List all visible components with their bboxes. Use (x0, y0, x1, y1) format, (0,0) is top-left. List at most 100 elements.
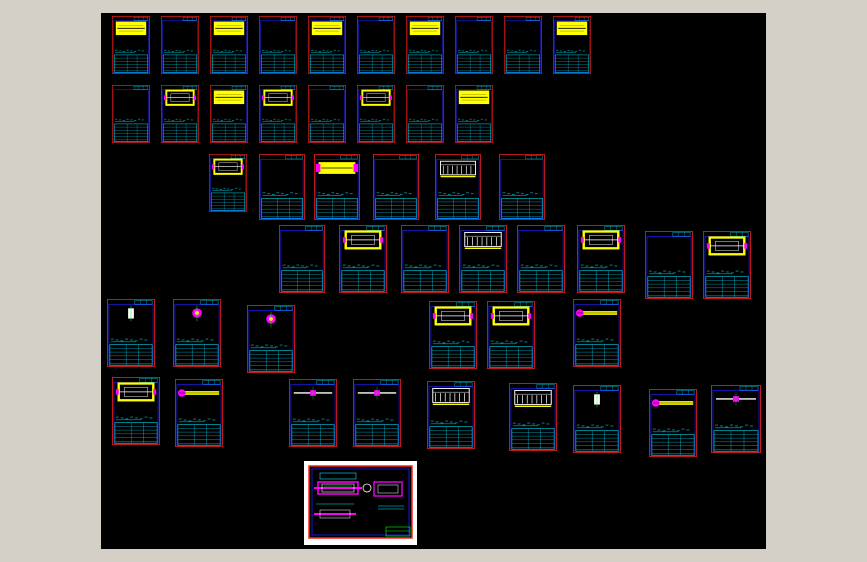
drawing-sheet-s14[interactable] (259, 85, 297, 143)
sheet-border-outer (435, 154, 481, 220)
sheet-border-outer (577, 225, 625, 293)
title-block (506, 17, 540, 73)
drawing-sheet-s12[interactable] (161, 85, 199, 143)
drawing-sheet-s19[interactable] (209, 154, 247, 212)
drawing-sheet-s13[interactable] (210, 85, 248, 143)
drawing-sheet-s23[interactable] (435, 154, 481, 220)
sheet-border-outer (517, 225, 565, 293)
title-block (375, 155, 417, 219)
sheet-drawing (427, 381, 475, 449)
drawing-sheet-s45[interactable] (573, 385, 621, 453)
sheet-drawing (487, 301, 535, 369)
sheet-border-outer (259, 16, 297, 74)
drawing-sheet-s18[interactable] (455, 85, 493, 143)
white-bar-detail-view (716, 392, 756, 406)
sheet-drawing (455, 16, 493, 74)
drawing-sheet-s5[interactable] (308, 16, 346, 74)
drawing-sheet-s20[interactable] (259, 154, 305, 220)
yellow-block-detail-view (213, 21, 245, 36)
sheet-border-inner (650, 394, 696, 456)
drawing-sheet-s41[interactable] (289, 379, 337, 447)
title-block (114, 86, 148, 142)
drawing-sheet-s1[interactable] (112, 16, 150, 74)
drawing-sheet-s11[interactable] (112, 85, 150, 143)
title-block (408, 86, 442, 142)
drawing-sheet-s47[interactable] (711, 385, 761, 453)
drawing-sheet-s29[interactable] (517, 225, 565, 293)
sheet-border-outer (406, 85, 444, 143)
sheet-border-inner (260, 159, 304, 219)
sheet-drawing (112, 16, 150, 74)
drawing-sheet-s2[interactable] (161, 16, 199, 74)
drawing-sheet-s42[interactable] (353, 379, 401, 447)
drawing-sheet-s46[interactable] (649, 389, 697, 457)
drawing-sheet-s27[interactable] (401, 225, 449, 293)
drawing-sheet-s26[interactable] (339, 225, 387, 293)
sheet-drawing (107, 299, 155, 367)
magenta-part-detail-view (266, 311, 276, 328)
drawing-sheet-s28[interactable] (459, 225, 507, 293)
drawing-sheet-s31[interactable] (645, 231, 693, 299)
drawing-sheet-s6[interactable] (357, 16, 395, 74)
title-block (109, 300, 153, 366)
sheet-drawing (161, 85, 199, 143)
drawing-sheet-s38[interactable] (573, 299, 621, 367)
drawing-sheet-s39[interactable] (112, 377, 160, 445)
drawing-sheet-s37[interactable] (487, 301, 535, 369)
drawing-sheet-s24[interactable] (499, 154, 545, 220)
title-block (316, 155, 358, 219)
yellow-frame-detail-view (212, 158, 244, 175)
drawing-sheet-s32[interactable] (703, 231, 751, 299)
sheet-border-inner (460, 230, 506, 292)
drawing-sheet-s17[interactable] (406, 85, 444, 143)
sheet-border-outer (112, 85, 150, 143)
yellow-frame-detail-view (580, 230, 622, 250)
title-block (163, 17, 197, 73)
drawing-sheet-s22[interactable] (373, 154, 419, 220)
sheet-drawing (259, 85, 297, 143)
drawing-sheet-s30[interactable] (577, 225, 625, 293)
assembly-drawing-sheet[interactable] (304, 461, 417, 545)
title-block (359, 17, 393, 73)
drawing-sheet-s36[interactable] (429, 301, 477, 369)
title-block (403, 226, 447, 292)
sheet-drawing (247, 305, 295, 373)
drawing-sheet-s16[interactable] (357, 85, 395, 143)
drawing-sheet-s15[interactable] (308, 85, 346, 143)
drawing-sheet-s35[interactable] (247, 305, 295, 373)
sheet-border-inner (574, 390, 620, 452)
sheet-drawing (259, 16, 297, 74)
yellow-frame-detail-view (115, 382, 157, 402)
sheet-border-inner (309, 20, 345, 74)
yellow-frame-detail-view (360, 89, 392, 106)
title-block (713, 386, 759, 452)
drawing-sheet-s25[interactable] (279, 225, 325, 293)
title-block (211, 155, 245, 211)
title-block (212, 17, 246, 73)
white-assembly-detail-view (432, 387, 470, 405)
drawing-sheet-s8[interactable] (455, 16, 493, 74)
drawing-sheet-s10[interactable] (553, 16, 591, 74)
drawing-sheet-s34[interactable] (173, 299, 221, 367)
drawing-sheet-s4[interactable] (259, 16, 297, 74)
drawing-sheet-s33[interactable] (107, 299, 155, 367)
title-block (281, 226, 323, 292)
drawing-sheet-s44[interactable] (509, 383, 557, 451)
title-block (579, 226, 623, 292)
sheet-border-inner (113, 89, 149, 143)
drawing-sheet-s3[interactable] (210, 16, 248, 74)
drawing-sheet-s43[interactable] (427, 381, 475, 449)
drawing-sheet-s7[interactable] (406, 16, 444, 74)
sheet-drawing (289, 379, 337, 447)
yellow-block-detail-view (115, 21, 147, 36)
drawing-sheet-s40[interactable] (175, 379, 223, 447)
sheet-drawing (459, 225, 507, 293)
sheet-border-inner (211, 89, 247, 143)
sheet-border-inner (505, 20, 541, 74)
sheet-drawing (308, 85, 346, 143)
cad-model-viewport[interactable] (101, 13, 766, 549)
drawing-sheet-s9[interactable] (504, 16, 542, 74)
drawing-sheet-s21[interactable] (314, 154, 360, 220)
sheet-drawing (401, 225, 449, 293)
white-assembly-detail-view (514, 389, 552, 407)
